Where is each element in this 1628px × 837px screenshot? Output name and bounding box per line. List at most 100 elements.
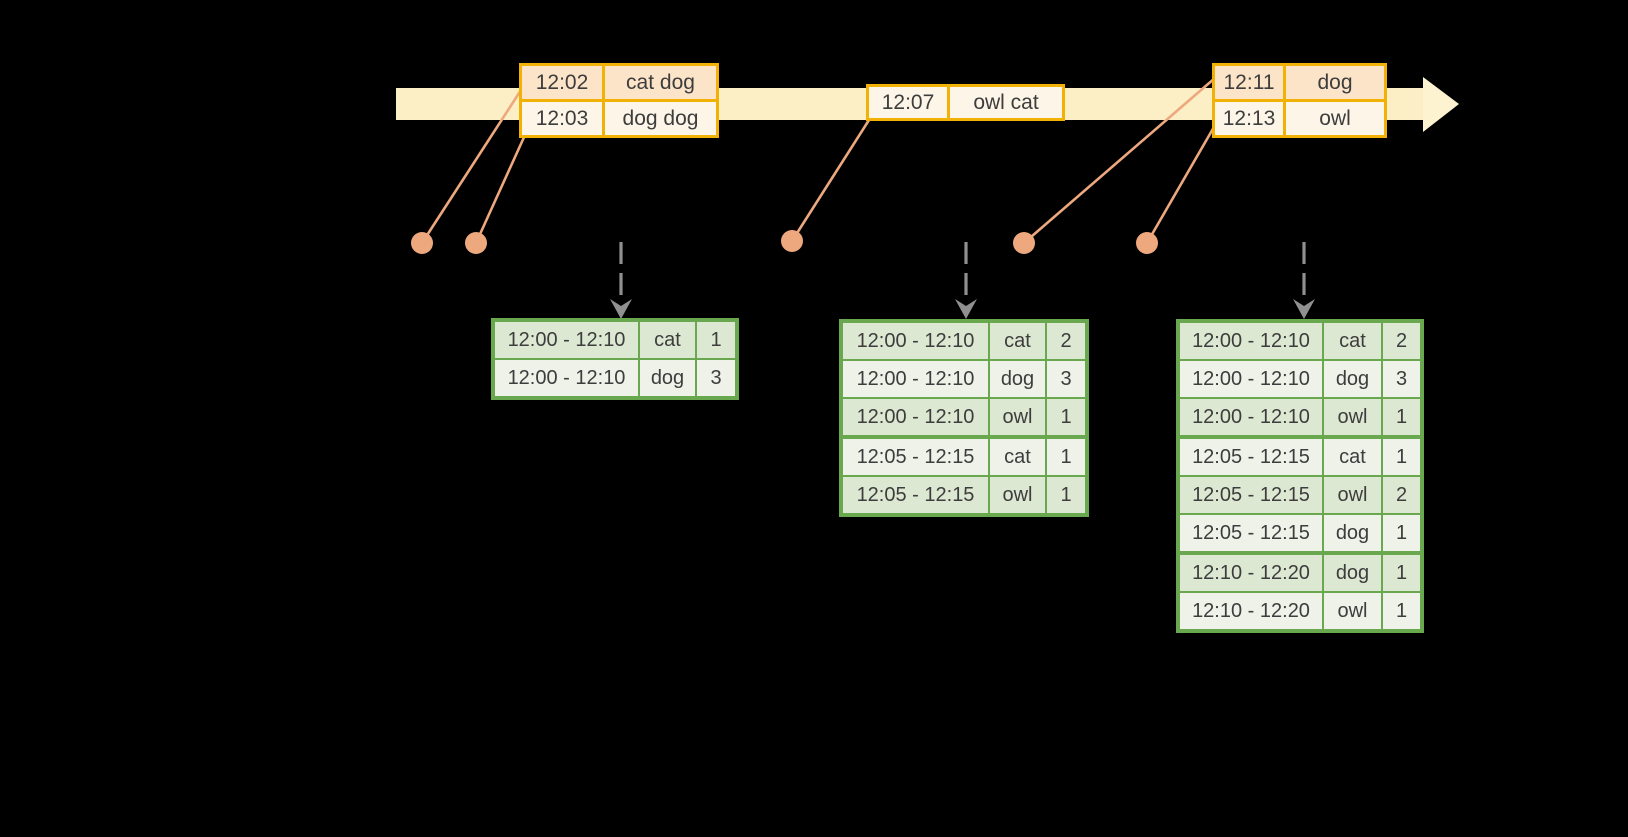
connector-line (474, 133, 527, 245)
connector-line (1022, 76, 1217, 245)
result-window-cell: 12:05 - 12:15 (840, 475, 990, 516)
event-words-cell: owl cat (947, 84, 1065, 121)
event-dots (411, 230, 1158, 254)
result-window-cell: 12:10 - 12:20 (1177, 591, 1324, 632)
result-window-cell: 12:00 - 12:10 (492, 319, 640, 360)
result-window-cell: 12:05 - 12:15 (1177, 475, 1324, 515)
result-count-cell: 2 (1045, 320, 1088, 361)
event-words-cell: cat dog (602, 63, 719, 102)
result-window-cell: 12:00 - 12:10 (840, 359, 990, 399)
result-window-cell: 12:00 - 12:10 (492, 358, 640, 399)
result-window-cell: 12:00 - 12:10 (1177, 359, 1324, 399)
result-window-cell: 12:00 - 12:10 (840, 397, 990, 438)
connector-line (790, 118, 871, 243)
result-word-cell: dog (1322, 513, 1383, 554)
connector-line (420, 85, 525, 245)
result-window-cell: 12:00 - 12:10 (1177, 320, 1324, 361)
result-count-cell: 3 (1045, 359, 1088, 399)
result-count-cell: 1 (1045, 475, 1088, 516)
result-word-cell: cat (1322, 320, 1383, 361)
result-word-cell: owl (1322, 397, 1383, 438)
result-count-cell: 1 (1381, 591, 1423, 632)
result-count-cell: 2 (1381, 475, 1423, 515)
result-window-cell: 12:00 - 12:10 (1177, 397, 1324, 438)
event-words-cell: owl (1283, 99, 1387, 138)
result-word-cell: owl (988, 475, 1047, 516)
timeline-arrowhead-icon (1423, 77, 1459, 132)
event-dot (781, 230, 803, 252)
event-words-cell: dog dog (602, 99, 719, 138)
result-count-cell: 3 (1381, 359, 1423, 399)
result-count-cell: 2 (1381, 320, 1423, 361)
trigger-down-arrow-icon (1293, 242, 1315, 319)
event-time-cell: 12:07 (866, 84, 950, 121)
result-word-cell: cat (988, 320, 1047, 361)
trigger-arrow-head (1293, 299, 1315, 319)
event-dot (411, 232, 433, 254)
result-word-cell: cat (1322, 435, 1383, 477)
connector-line (1145, 125, 1216, 245)
result-count-cell: 1 (1381, 551, 1423, 593)
result-count-cell: 1 (1045, 397, 1088, 438)
result-count-cell: 1 (1045, 435, 1088, 477)
result-window-cell: 12:00 - 12:10 (840, 320, 990, 361)
trigger-down-arrow-icon (610, 242, 632, 319)
trigger-down-arrow-icon (955, 242, 977, 319)
event-dot (1136, 232, 1158, 254)
event-dot (1013, 232, 1035, 254)
result-count-cell: 3 (695, 358, 738, 399)
event-connectors (420, 76, 1217, 245)
event-time-cell: 12:11 (1212, 63, 1286, 102)
trigger-arrow-head (955, 299, 977, 319)
event-dot (465, 232, 487, 254)
result-window-cell: 12:05 - 12:15 (1177, 513, 1324, 554)
result-window-cell: 12:10 - 12:20 (1177, 551, 1324, 593)
event-time-cell: 12:13 (1212, 99, 1286, 138)
event-words-cell: dog (1283, 63, 1387, 102)
result-word-cell: dog (1322, 551, 1383, 593)
result-word-cell: owl (1322, 475, 1383, 515)
result-count-cell: 1 (1381, 435, 1423, 477)
result-count-cell: 1 (1381, 513, 1423, 554)
result-count-cell: 1 (1381, 397, 1423, 438)
result-word-cell: dog (988, 359, 1047, 399)
event-time-cell: 12:02 (519, 63, 605, 102)
result-window-cell: 12:05 - 12:15 (840, 435, 990, 477)
result-word-cell: dog (1322, 359, 1383, 399)
result-word-cell: owl (988, 397, 1047, 438)
result-word-cell: cat (638, 319, 697, 360)
event-time-cell: 12:03 (519, 99, 605, 138)
trigger-arrow-head (610, 299, 632, 319)
result-count-cell: 1 (695, 319, 738, 360)
result-word-cell: dog (638, 358, 697, 399)
result-window-cell: 12:05 - 12:15 (1177, 435, 1324, 477)
result-word-cell: cat (988, 435, 1047, 477)
